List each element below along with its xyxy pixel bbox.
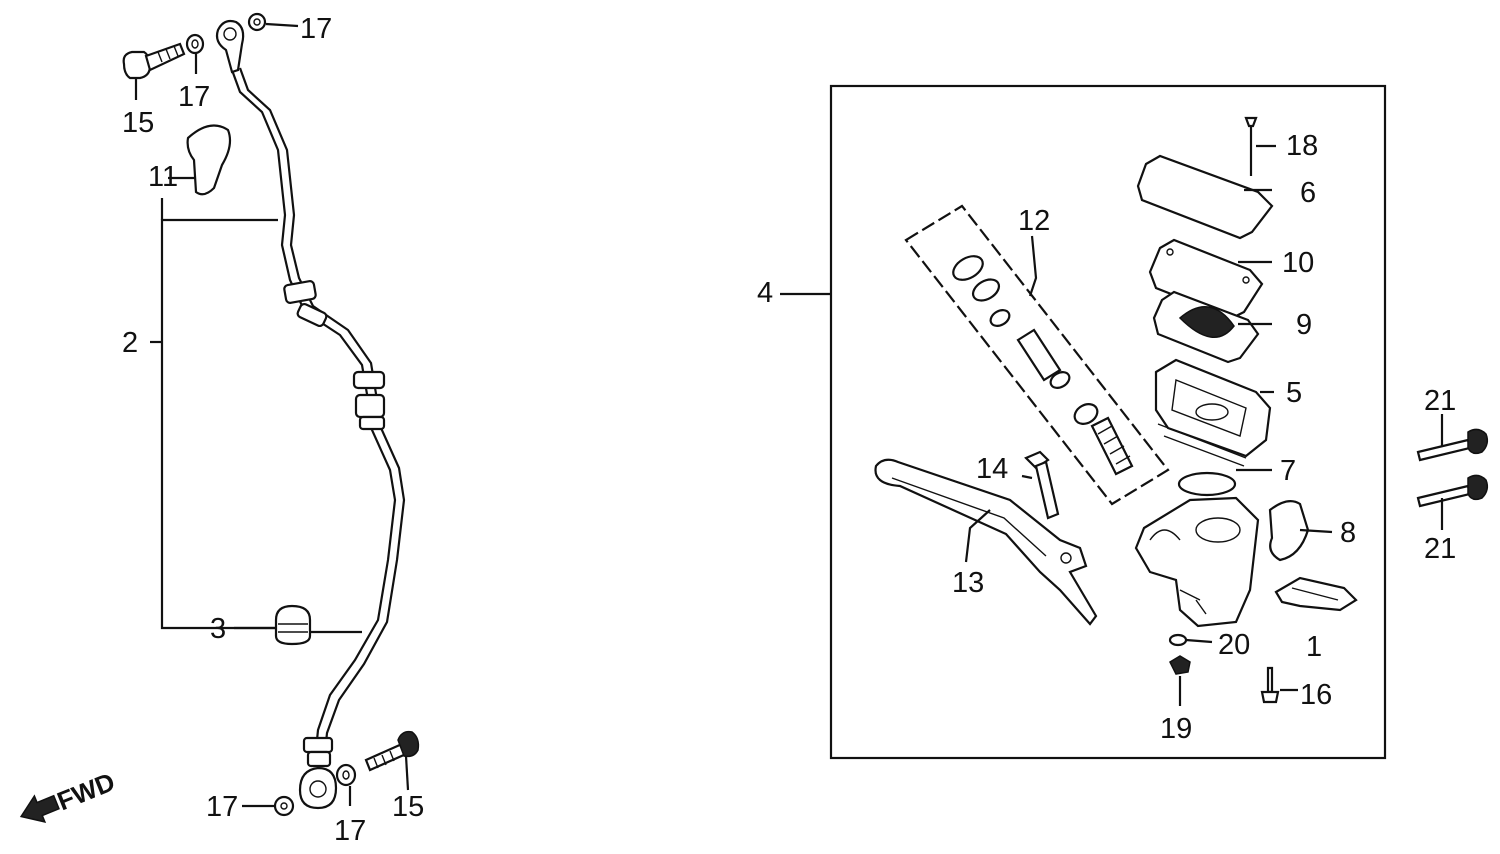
lever-pivot-bolt [1024, 450, 1050, 470]
label-17-top-mid: 17 [178, 81, 210, 113]
sealing-washer-bottom-left [273, 795, 295, 817]
diaphragm-plate [1148, 238, 1264, 320]
hose-grommet [274, 604, 312, 646]
forward-arrow-icon: FWD [19, 766, 119, 824]
label-12: 12 [1018, 205, 1050, 237]
label-8: 8 [1340, 517, 1356, 549]
label-16: 16 [1300, 679, 1332, 711]
pivot-nut [1169, 655, 1191, 675]
lower-banjo-bolt [364, 730, 420, 772]
sealing-washer-top-right [247, 12, 267, 32]
label-5: 5 [1286, 377, 1302, 409]
master-cylinder-frame [829, 84, 1387, 760]
label-6: 6 [1300, 177, 1316, 209]
label-15-bottom: 15 [392, 791, 424, 823]
pivot-washer [1168, 633, 1188, 647]
reservoir-cap [1136, 154, 1274, 240]
label-17-bottom-right: 17 [334, 815, 366, 847]
piston [1016, 328, 1062, 382]
clamp-bolt [1266, 666, 1274, 694]
sealing-washer-bottom-right [335, 763, 357, 787]
label-10: 10 [1282, 247, 1314, 279]
label-4: 4 [757, 277, 773, 309]
hose-assembly-bracket [160, 218, 278, 630]
label-2: 2 [122, 327, 138, 359]
master-cylinder-boot [1268, 499, 1310, 562]
hose-collar-4 [358, 415, 386, 431]
hose-collar-3 [352, 370, 386, 390]
label-14: 14 [976, 453, 1008, 485]
label-9: 9 [1296, 309, 1312, 341]
label-21-lower: 21 [1424, 533, 1456, 565]
label-15-top: 15 [122, 107, 154, 139]
brake-hose-assembly [122, 12, 420, 817]
banjo-bolt-cap [186, 124, 232, 196]
upper-banjo-bolt [122, 42, 186, 80]
brake-lever [874, 458, 1098, 626]
mounting-bolt-upper [1416, 428, 1489, 462]
label-19: 19 [1160, 713, 1192, 745]
master-cylinder-body [1134, 496, 1260, 628]
mounting-bolt-lower [1416, 474, 1489, 508]
master-cylinder-assembly [780, 84, 1489, 760]
hose-collar-2 [296, 302, 328, 328]
label-11: 11 [148, 161, 178, 193]
label-17-top-right: 17 [300, 13, 332, 45]
label-1: 1 [1306, 631, 1322, 663]
piston-cup [952, 255, 984, 281]
cap-screw [1244, 116, 1258, 128]
hose-collar-1 [283, 280, 317, 304]
label-3: 3 [210, 613, 226, 645]
lower-banjo-fitting [298, 766, 338, 810]
label-18: 18 [1286, 130, 1318, 162]
piston-kit-box [904, 204, 1170, 506]
label-17-bottom-left: 17 [206, 791, 238, 823]
o-ring [1177, 471, 1237, 497]
lower-hose-collar [302, 736, 334, 754]
reservoir-body [1154, 358, 1272, 458]
label-20: 20 [1218, 629, 1250, 661]
piston-seal [989, 309, 1011, 327]
label-7: 7 [1280, 455, 1296, 487]
hose-joint [354, 393, 386, 419]
fwd-label: FWD [53, 766, 119, 816]
sealing-washer-top-mid [185, 33, 205, 55]
label-13: 13 [952, 567, 984, 599]
label-21-upper: 21 [1424, 385, 1456, 417]
